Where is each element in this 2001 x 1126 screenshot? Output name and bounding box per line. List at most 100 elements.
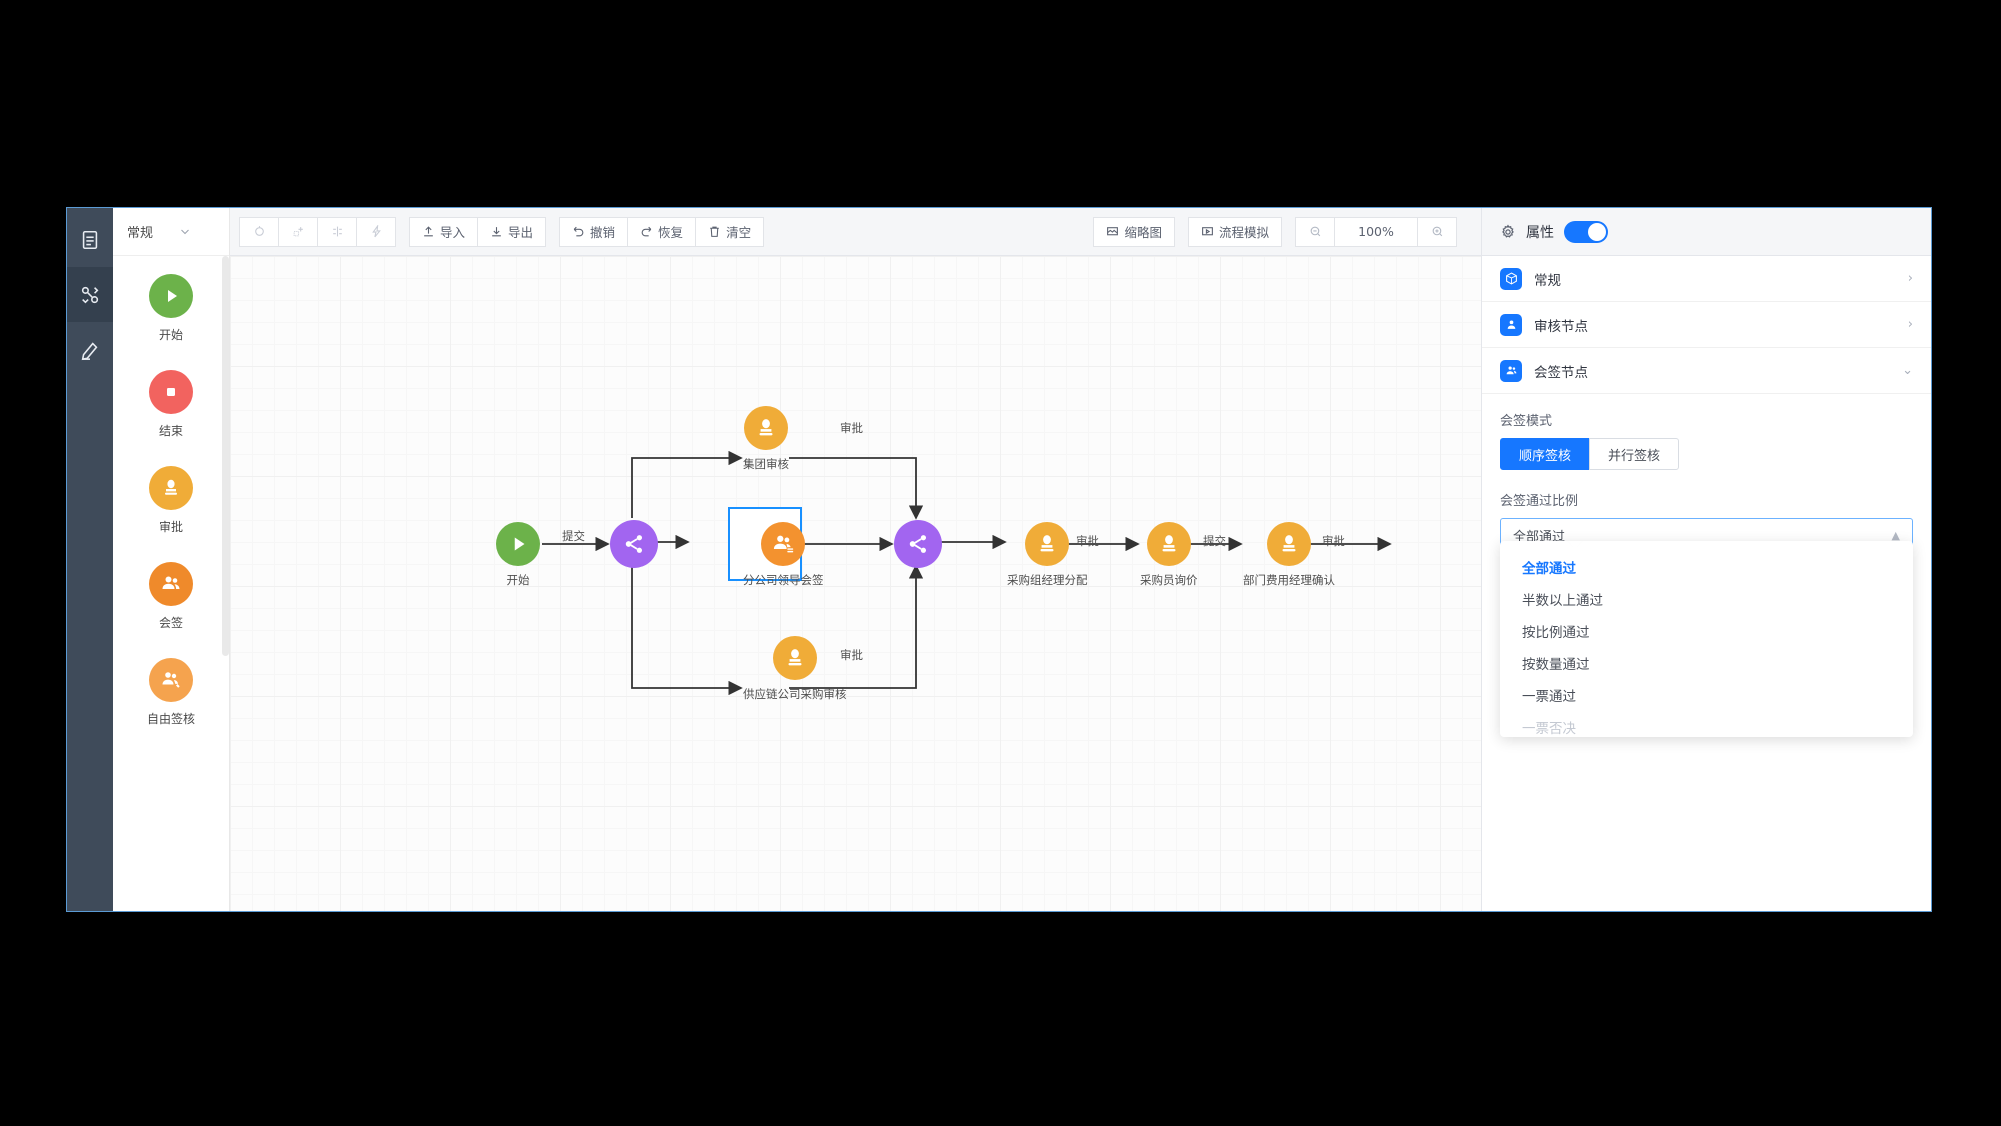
ratio-option-全部通过[interactable]: 全部通过	[1522, 561, 1576, 577]
properties-toggle[interactable]	[1564, 220, 1608, 243]
flow-node-gw1[interactable]	[610, 520, 658, 568]
flow-node-supply[interactable]: 供应链公司采购审核	[743, 636, 847, 702]
ratio-option-按数量通过[interactable]: 按数量通过	[1522, 657, 1590, 673]
chevron-down-icon	[181, 229, 189, 234]
user-group-icon	[1500, 359, 1522, 382]
gateway-icon	[894, 520, 942, 568]
flow-node-group[interactable]: 集团审核	[743, 406, 789, 472]
toolbar-group-tools	[239, 216, 396, 247]
import-button[interactable]: 导入	[409, 216, 479, 247]
palette-item-会签[interactable]: 会签	[113, 562, 229, 631]
approval-stamp-icon	[1146, 522, 1191, 566]
trash-icon	[710, 226, 719, 237]
clear-label: 清空	[726, 225, 752, 240]
panel-section-label: 常规	[1534, 272, 1561, 289]
toolbar-group-history: 撤销 恢复 清空	[559, 216, 765, 247]
form-panel-icon[interactable]	[67, 212, 113, 267]
palette-item-label: 会签	[158, 616, 183, 630]
ratio-option-半数以上通过[interactable]: 半数以上通过	[1522, 593, 1603, 609]
edge-label: 提交	[562, 529, 585, 543]
ratio-option-按比例通过[interactable]: 按比例通过	[1522, 625, 1590, 641]
palette-scrollbar[interactable]	[222, 256, 229, 656]
ratio-label: 会签通过比例	[1500, 494, 1579, 509]
panel-section-会签节点[interactable]: 会签节点⌄	[1482, 348, 1931, 394]
panel-title: 属性	[1526, 224, 1554, 241]
flow-node-label: 集团审核	[743, 457, 789, 471]
palette-group-header[interactable]: 常规	[113, 208, 229, 256]
chevron-down-icon: ⌄	[1902, 363, 1913, 378]
redo-button[interactable]: 恢复	[627, 216, 697, 247]
import-icon	[424, 226, 433, 237]
countersign-mode-group: 顺序签核并行签核	[1500, 438, 1680, 470]
redo-icon	[641, 226, 652, 237]
left-icon-rail	[67, 208, 113, 911]
add-node-icon[interactable]	[278, 216, 318, 247]
stop-icon	[149, 370, 193, 414]
flow-node-gw2[interactable]	[894, 520, 942, 568]
zoom-out-button[interactable]	[1295, 216, 1335, 247]
free-sign-icon	[149, 658, 193, 702]
user-icon	[1500, 313, 1522, 336]
chevron-right-icon: ›	[1907, 317, 1913, 332]
chevron-right-icon: ›	[1907, 271, 1913, 286]
palette-item-label: 结束	[158, 424, 183, 438]
countersign-group-icon	[149, 562, 193, 606]
palette-item-审批[interactable]: 审批	[113, 466, 229, 535]
simulate-icon	[1202, 227, 1213, 236]
pen-edit-icon[interactable]	[67, 322, 113, 377]
play-icon	[149, 274, 193, 318]
mode-option-并行签核[interactable]: 并行签核	[1589, 438, 1680, 470]
flow-node-start[interactable]: 开始	[496, 522, 540, 588]
flow-canvas[interactable]: 开始 集团审核分公司领导会签供应链公司采购审核 采购组经理分配 采购员询价部门费用经理…	[230, 256, 1481, 911]
undo-arc-icon[interactable]	[239, 216, 279, 247]
mode-option-顺序签核[interactable]: 顺序签核	[1500, 438, 1591, 470]
thumbnail-icon	[1107, 227, 1119, 236]
edge-label: 审批	[840, 421, 863, 435]
approval-stamp-icon	[1025, 522, 1070, 566]
palette-item-label: 自由签核	[146, 712, 195, 726]
export-label: 导出	[508, 225, 534, 240]
zoom-in-button[interactable]	[1417, 216, 1457, 247]
gateway-icon	[610, 520, 658, 568]
properties-header: 属性	[1482, 208, 1931, 256]
flow-node-branch[interactable]: 分公司领导会签	[728, 507, 824, 588]
palette-item-结束[interactable]: 结束	[113, 370, 229, 439]
zoom-in-icon	[1432, 226, 1442, 237]
panel-section-审核节点[interactable]: 审核节点›	[1482, 302, 1931, 348]
countersign-node-icon	[761, 522, 806, 566]
palette-group-label: 常规	[127, 226, 154, 241]
ratio-option-一票否决[interactable]: 一票否决	[1522, 721, 1576, 737]
chevron-up-icon: ▲	[1891, 528, 1900, 542]
flow-node-alloc[interactable]: 采购组经理分配	[1007, 522, 1088, 588]
toolbar-group-view: 缩略图	[1093, 216, 1175, 247]
flow-node-label: 部门费用经理确认	[1243, 573, 1335, 587]
panel-section-常规[interactable]: 常规 ›	[1482, 256, 1931, 302]
toolbar-group-io: 导入 导出	[409, 216, 547, 247]
undo-button[interactable]: 撤销	[559, 216, 629, 247]
clear-button[interactable]: 清空	[695, 216, 765, 247]
gear-icon	[1502, 224, 1514, 238]
zoom-level[interactable]: 100%	[1334, 216, 1418, 247]
flow-node-inquiry[interactable]: 采购员询价	[1140, 522, 1198, 588]
edge-label: 审批	[1322, 534, 1345, 548]
palette-item-自由签核[interactable]: 自由签核	[113, 658, 229, 727]
lightning-icon[interactable]	[356, 216, 396, 247]
thumbnail-button[interactable]: 缩略图	[1093, 216, 1175, 247]
ratio-option-一票通过[interactable]: 一票通过	[1522, 689, 1576, 705]
flow-node-label: 供应链公司采购审核	[743, 687, 847, 701]
flow-designer-icon[interactable]	[67, 267, 113, 322]
align-icon[interactable]	[317, 216, 357, 247]
palette-item-开始[interactable]: 开始	[113, 274, 229, 343]
flow-node-deptmgr[interactable]: 部门费用经理确认	[1243, 522, 1335, 588]
import-label: 导入	[440, 225, 466, 240]
export-button[interactable]: 导出	[477, 216, 547, 247]
simulate-button[interactable]: 流程模拟	[1187, 216, 1282, 247]
approval-stamp-icon	[772, 636, 817, 680]
edge-label: 审批	[840, 648, 863, 662]
ratio-dropdown[interactable]: 全部通过半数以上通过按比例通过按数量通过一票通过一票否决	[1500, 541, 1913, 737]
approval-stamp-icon	[744, 406, 788, 450]
designer-center: 导入 导出 撤销 恢复 清空	[230, 208, 1481, 911]
undo-label: 撤销	[590, 225, 616, 240]
mode-label: 会签模式	[1500, 414, 1553, 429]
flow-node-label: 采购组经理分配	[1007, 573, 1088, 587]
